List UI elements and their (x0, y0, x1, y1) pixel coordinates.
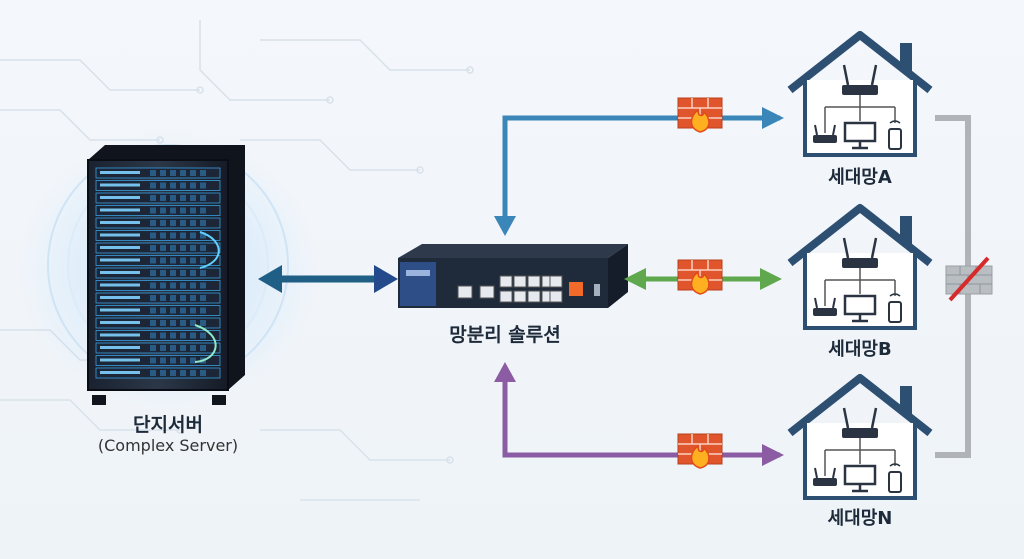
household-label-b: 세대망B (828, 339, 892, 360)
firewall-icon (677, 97, 723, 133)
router-icon (842, 237, 878, 268)
household-label-n: 세대망N (827, 508, 893, 529)
switch-label: 망분리 솔루션 (449, 324, 561, 346)
phone-icon (888, 120, 902, 150)
router-icon (813, 297, 837, 316)
monitor-icon (843, 294, 877, 323)
router-icon (813, 124, 837, 143)
firewall-icon (677, 433, 723, 469)
network-isolation-bar (935, 115, 993, 458)
phone-icon (888, 293, 902, 323)
server-subtitle: (Complex Server) (97, 436, 239, 455)
firewall-icon (677, 259, 723, 295)
house-icon (787, 204, 933, 330)
phone-icon (888, 463, 902, 493)
house-icon (787, 374, 933, 500)
house-icon (787, 31, 933, 157)
server-title: 단지서버 (133, 414, 203, 436)
blocked-slash (948, 256, 990, 302)
router-icon (842, 407, 878, 438)
router-icon (842, 64, 878, 95)
monitor-icon (843, 121, 877, 150)
firewall-icon (945, 265, 993, 295)
server-rack-icon (18, 130, 318, 410)
network-switch-icon (398, 244, 628, 308)
router-icon (813, 467, 837, 486)
monitor-icon (843, 464, 877, 493)
rack-units (95, 167, 221, 379)
household-label-a: 세대망A (828, 167, 892, 188)
server-switch-link (258, 265, 398, 293)
